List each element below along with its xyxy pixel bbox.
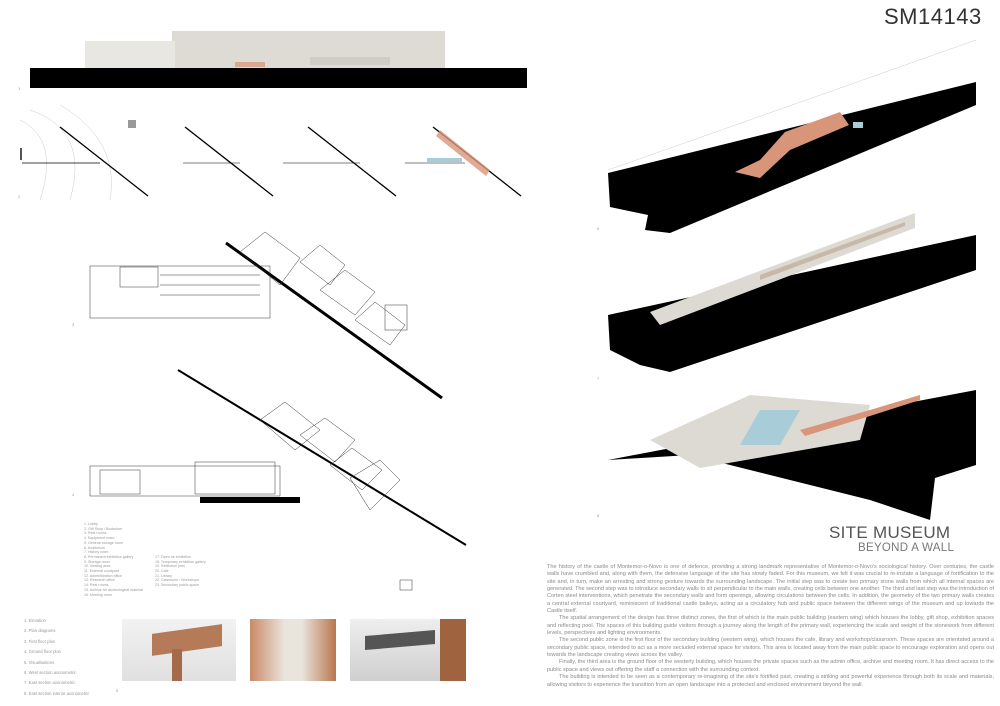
visualisation-image xyxy=(122,619,236,681)
east-section-axonometric xyxy=(608,213,976,372)
legend-item: 5. General storage room xyxy=(84,540,123,545)
legend-item: 4. Equipment room xyxy=(84,536,115,541)
legend-item: 17. Open air exhibition xyxy=(155,554,191,559)
legend-item: 7. History room xyxy=(84,550,109,555)
drawing-number: 4 xyxy=(72,492,75,497)
elevation-drawing xyxy=(30,31,527,88)
legend-item: 12. Administration office xyxy=(84,573,123,578)
board-code: SM14143 xyxy=(884,4,982,29)
legend-item: 8. Permanent exhibition gallery xyxy=(84,554,134,559)
legend-item: 2. Gift Shop / Bookstore xyxy=(84,526,123,531)
contents-item: 2. Plan diagrams xyxy=(24,628,56,634)
legend-item: 11. External courtyard xyxy=(84,569,119,574)
ground-floor-plan xyxy=(89,369,467,591)
visualisation-image xyxy=(350,619,466,681)
drawing-contents-list: 1. Elevation 2. Plan diagrams 3. First flo… xyxy=(24,616,89,699)
drawing-number: 5 xyxy=(116,688,119,693)
plan-diagrams xyxy=(19,104,522,201)
legend-item: 1. Lobby xyxy=(84,522,98,526)
legend-item: 20. Cafe xyxy=(155,569,169,573)
project-description: The history of the castle of Montemor-o-… xyxy=(547,564,994,689)
legend-item: 9. Storage room xyxy=(84,559,110,564)
contents-item: 3. First floor plan xyxy=(24,638,56,644)
paragraph: The building is intended to be seen as a… xyxy=(547,674,994,688)
legend-item: 16. Meeting room xyxy=(84,592,112,597)
west-section-axonometric xyxy=(607,39,977,233)
contents-item: 4. Ground floor plan xyxy=(24,649,62,655)
legend-item: 14. Rest rooms xyxy=(84,583,109,588)
legend-item: 6. Auditorium xyxy=(84,545,105,550)
legend-item: 18. Temporary exhibition gallery xyxy=(155,559,206,564)
legend-item: 21. Library xyxy=(155,573,172,578)
legend-item: 10. Seating area xyxy=(84,564,111,569)
legend-item: 13. Research office xyxy=(84,578,115,583)
legend-item: 3. Rest rooms xyxy=(84,531,107,536)
project-subtitle: BEYOND A WALL xyxy=(858,542,955,554)
drawing-number: 8 xyxy=(597,513,600,518)
drawing-number: 6 xyxy=(597,226,600,231)
legend-item: 15. Archive for archeological material xyxy=(84,587,143,592)
drawing-number: 1 xyxy=(18,86,21,91)
first-floor-plan xyxy=(89,231,443,400)
paragraph: The second public zone is the first floo… xyxy=(547,637,994,659)
drawing-number: 7 xyxy=(597,376,600,381)
contents-item: 6. West section axonometric xyxy=(24,670,77,676)
drawing-number: 3 xyxy=(72,322,75,327)
legend-item: 22. Classroom / Workshops xyxy=(155,578,200,583)
paragraph: The spatial arrangement of the design ha… xyxy=(547,615,994,637)
legend-item: 23. Secondary public space xyxy=(155,583,200,588)
contents-item: 1. Elevation xyxy=(24,618,46,623)
paragraph: Finally, the third area is the ground fl… xyxy=(547,659,994,673)
paragraph: The history of the castle of Montemor-o-… xyxy=(547,564,994,615)
legend-item: 19. Reflection pool xyxy=(155,564,185,569)
project-title: SITE MUSEUM xyxy=(829,523,951,542)
contents-item: 8. East section interior axonometric xyxy=(24,690,90,696)
contents-item: 5. Visualisations xyxy=(24,659,55,665)
drawing-number: 2 xyxy=(18,194,21,199)
contents-item: 7. East section axonometric xyxy=(24,680,76,686)
visualisation-image xyxy=(250,619,336,681)
east-section-interior-axonometric xyxy=(608,390,976,520)
